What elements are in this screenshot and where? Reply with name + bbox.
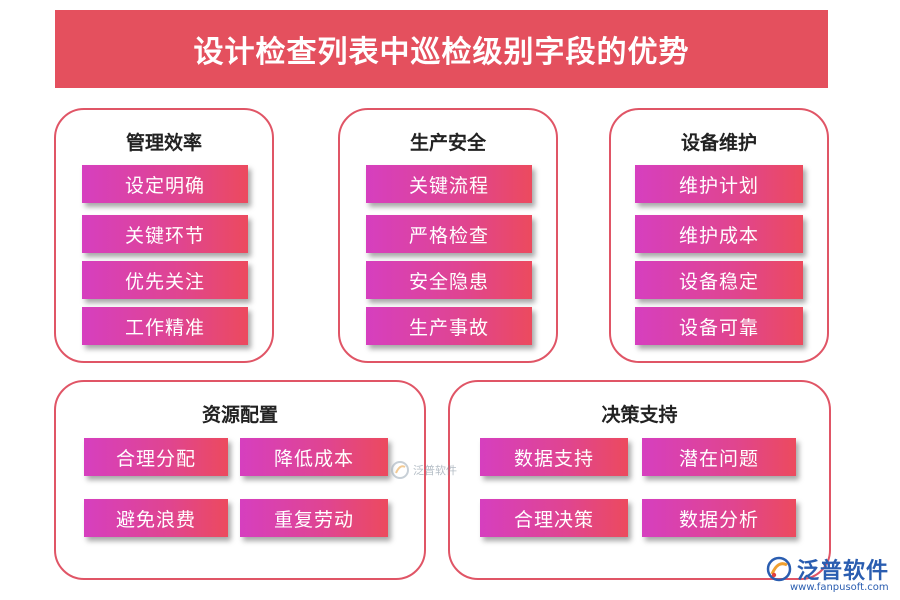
item-box: 降低成本: [240, 438, 388, 476]
watermark-brand: 泛普软件: [797, 559, 890, 584]
item-box: 数据支持: [480, 438, 628, 476]
item-box: 数据分析: [642, 499, 796, 537]
logo-icon: [766, 556, 792, 582]
watermark-brand: 泛普软件: [413, 464, 457, 477]
item-box: 设备可靠: [635, 307, 803, 345]
item-box: 设定明确: [82, 165, 248, 203]
group-title: 资源配置: [201, 404, 278, 426]
item-box: 合理决策: [480, 499, 628, 537]
item-box: 工作精准: [82, 307, 248, 345]
group-resource-allocation: 资源配置 合理分配 降低成本 避免浪费 重复劳动: [54, 380, 426, 580]
item-box: 重复劳动: [240, 499, 388, 537]
item-box: 避免浪费: [84, 499, 228, 537]
group-management-efficiency: 管理效率 设定明确 关键环节 优先关注 工作精准: [54, 108, 274, 363]
item-box: 维护成本: [635, 215, 803, 253]
group-decision-support: 决策支持 数据支持 潜在问题 合理决策 数据分析: [448, 380, 831, 580]
group-title: 决策支持: [601, 404, 678, 426]
item-box: 关键流程: [366, 165, 532, 203]
group-equipment-maintenance: 设备维护 维护计划 维护成本 设备稳定 设备可靠: [609, 108, 829, 363]
group-title: 生产安全: [409, 132, 486, 154]
item-box: 合理分配: [84, 438, 228, 476]
watermark-url: www.fanpusoft.com: [790, 582, 889, 593]
item-box: 安全隐患: [366, 261, 532, 299]
item-box: 严格检查: [366, 215, 532, 253]
item-box: 关键环节: [82, 215, 248, 253]
item-box: 优先关注: [82, 261, 248, 299]
item-box: 潜在问题: [642, 438, 796, 476]
item-box: 生产事故: [366, 307, 532, 345]
corner-watermark: 泛普软件: [765, 553, 889, 585]
center-watermark: 泛普软件: [390, 460, 457, 480]
item-box: 维护计划: [635, 165, 803, 203]
group-production-safety: 生产安全 关键流程 严格检查 安全隐患 生产事故: [338, 108, 558, 363]
logo-icon: [391, 461, 409, 479]
group-title: 设备维护: [680, 132, 757, 154]
page-title: 设计检查列表中巡检级别字段的优势: [55, 10, 828, 88]
item-box: 设备稳定: [635, 261, 803, 299]
group-title: 管理效率: [125, 132, 202, 154]
